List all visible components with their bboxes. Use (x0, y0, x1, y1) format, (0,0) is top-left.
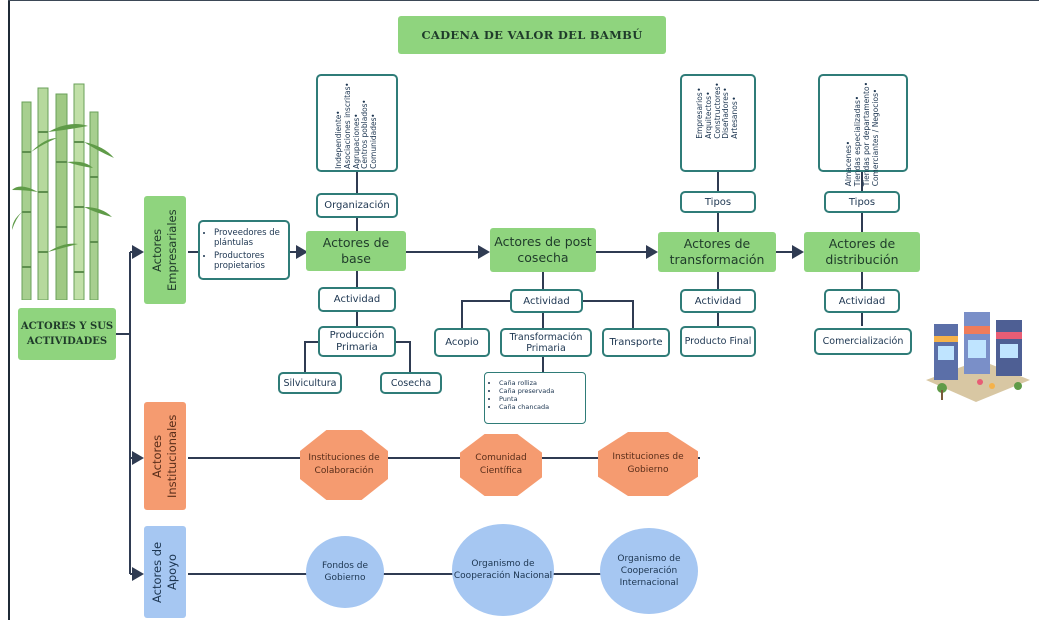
list-item: Caña rolliza (499, 379, 585, 387)
actores-post-cosecha-node: Actores de post cosecha (490, 228, 596, 272)
list-item: Artesanos (730, 82, 740, 139)
producto-final-box: Producto Final (680, 326, 756, 357)
transporte-box: Transporte (602, 328, 670, 357)
organizacion-list: Independiente Asociaciones inscritas Agr… (316, 74, 398, 172)
category-institucionales: Actores Institucionales (144, 402, 186, 510)
post-actividad-box: Actividad (510, 289, 583, 313)
produccion-primaria-box: Producción Primaria (318, 326, 396, 357)
dist-tipos-list: Almacenes Tiendas especializadas Tiendas… (818, 74, 908, 186)
cosecha-box: Cosecha (380, 372, 442, 394)
transf-tipos-box: Tipos (680, 191, 756, 213)
frame-left-border (8, 0, 10, 620)
diagram-title: CADENA DE VALOR DEL BAMBÚ (398, 16, 666, 54)
comercializacion-box: Comercialización (814, 328, 912, 355)
category-institucionales-label: Actores Institucionales (150, 414, 179, 498)
fondos-gobierno-node: Fondos de Gobierno (306, 536, 384, 608)
actores-transformacion-node: Actores de transformación (658, 232, 776, 272)
acopio-box: Acopio (434, 328, 490, 357)
shop-illustration (926, 312, 1030, 402)
transf-actividad-box: Actividad (680, 289, 756, 313)
cooperacion-internacional-node: Organismo de Cooperación Internacional (600, 528, 698, 614)
base-actividad-box: Actividad (318, 287, 396, 312)
list-item: Comunidades (369, 82, 379, 168)
dist-actividad-box: Actividad (824, 289, 900, 313)
actores-base-node: Actores de base (306, 231, 406, 271)
list-item: Comerciantes / Negocios (871, 82, 881, 186)
category-empresariales: Actores Empresariales (144, 196, 186, 304)
cooperacion-nacional-node: Organismo de Cooperación Nacional (452, 524, 554, 616)
transformacion-primaria-box: Transformación Primaria (500, 328, 592, 357)
list-item: Caña chancada (499, 403, 585, 411)
bamboo-illustration (12, 83, 114, 300)
instituciones-gobierno-node: Instituciones de Gobierno (598, 432, 698, 496)
dist-tipos-box: Tipos (824, 191, 900, 213)
list-item: Productores propietarios (214, 251, 288, 271)
category-apoyo: Actores de Apoyo (144, 526, 186, 618)
silvicultura-box: Silvicultura (278, 372, 342, 394)
proveedores-list: Proveedores de plántulas Productores pro… (198, 220, 290, 280)
transf-tipos-list: Empresarios Arquitectos Constructores Di… (680, 74, 756, 172)
category-empresariales-label: Actores Empresariales (150, 209, 179, 291)
base-organizacion-box: Organización (316, 193, 398, 218)
category-apoyo-label: Actores de Apoyo (150, 541, 179, 603)
list-item: Punta (499, 395, 585, 403)
instituciones-colaboracion-node: Instituciones de Colaboración (300, 430, 388, 500)
comunidad-cientifica-node: Comunidad Científica (460, 434, 542, 496)
actores-distribucion-node: Actores de distribución (804, 232, 920, 272)
main-actors-node: Actores y sus actividades (18, 308, 116, 360)
list-item: Proveedores de plántulas (214, 228, 288, 248)
list-item: Caña preservada (499, 387, 585, 395)
frame-top-border (8, 0, 1039, 1)
transformacion-list: Caña rolliza Caña preservada Punta Caña … (484, 372, 586, 424)
